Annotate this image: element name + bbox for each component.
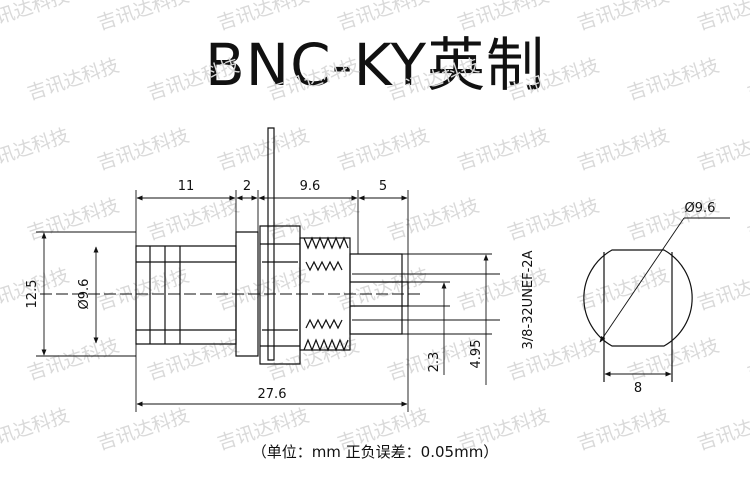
units-tolerance-note: （单位：mm 正负误差：0.05mm） <box>251 443 499 461</box>
watermark-text: 吉讯达科技 <box>95 0 192 35</box>
watermark-text: 吉讯达科技 <box>0 0 72 35</box>
dim-5: 5 <box>379 179 387 194</box>
dim-dia-9-6-body: Ø9.6 <box>77 279 92 310</box>
dim-4-95: 4.95 <box>469 340 484 369</box>
dimension-lines <box>36 190 500 412</box>
watermark-text: 吉讯达科技 <box>335 264 432 314</box>
watermark-text: 吉讯达科技 <box>695 264 750 314</box>
connector-end-view <box>583 249 693 382</box>
watermark-text: 吉讯达科技 <box>0 124 72 174</box>
watermark-text: 吉讯达科技 <box>145 194 242 244</box>
watermark-text: 吉讯达科技 <box>505 334 602 384</box>
watermark-text: 吉讯达科技 <box>455 124 552 174</box>
end-view-dimensions <box>599 217 730 377</box>
watermark-text: 吉讯达科技 <box>625 334 722 384</box>
dim-11: 11 <box>178 179 195 194</box>
dim-8: 8 <box>634 381 642 396</box>
watermark-text: 吉讯达科技 <box>505 194 602 244</box>
watermark-text: 吉讯达科技 <box>695 124 750 174</box>
watermark-text: 吉讯达科技 <box>455 264 552 314</box>
watermark-text: 吉讯达科技 <box>215 264 312 314</box>
watermark-text: 吉讯达科技 <box>265 194 362 244</box>
watermark-text: 吉讯达科技 <box>265 54 362 104</box>
connector-side-view <box>135 127 409 365</box>
watermark-text: 吉讯达科技 <box>145 54 242 104</box>
drawing-title: BNC-KY英制 <box>205 31 545 99</box>
watermark-text: 吉讯达科技 <box>215 0 312 35</box>
watermark-text: 吉讯达科技 <box>25 194 122 244</box>
dim-2-3: 2.3 <box>427 352 442 373</box>
watermark-text: 吉讯达科技 <box>745 194 750 244</box>
watermark-text: 吉讯达科技 <box>575 0 672 35</box>
watermark-text: 吉讯达科技 <box>575 124 672 174</box>
dim-2: 2 <box>243 179 251 194</box>
dim-27-6: 27.6 <box>258 387 287 402</box>
watermark-text: 吉讯达科技 <box>25 334 122 384</box>
dim-thread-spec: 3/8-32UNEF-2A <box>521 250 536 349</box>
watermark-text: 吉讯达科技 <box>385 194 482 244</box>
watermark-text: 吉讯达科技 <box>95 264 192 314</box>
watermark-text: 吉讯达科技 <box>455 0 552 35</box>
watermark-text: 吉讯达科技 <box>215 124 312 174</box>
watermark-text: 吉讯达科技 <box>335 124 432 174</box>
watermark-text: 吉讯达科技 <box>95 124 192 174</box>
watermark-text: 吉讯达科技 <box>745 54 750 104</box>
dim-9-6: 9.6 <box>300 179 321 194</box>
watermark-text: 吉讯达科技 <box>695 0 750 35</box>
watermark-text: 吉讯达科技 <box>25 54 122 104</box>
watermark-text: 吉讯达科技 <box>335 0 432 35</box>
dim-dia-9-6-end: Ø9.6 <box>685 201 716 216</box>
watermark-text: 吉讯达科技 <box>145 334 242 384</box>
watermark-text: 吉讯达科技 <box>505 54 602 104</box>
dim-12-5: 12.5 <box>25 280 40 309</box>
watermark-text: 吉讯达科技 <box>385 54 482 104</box>
watermark-text: 吉讯达科技 <box>745 334 750 384</box>
watermark-text: 吉讯达科技 <box>625 54 722 104</box>
